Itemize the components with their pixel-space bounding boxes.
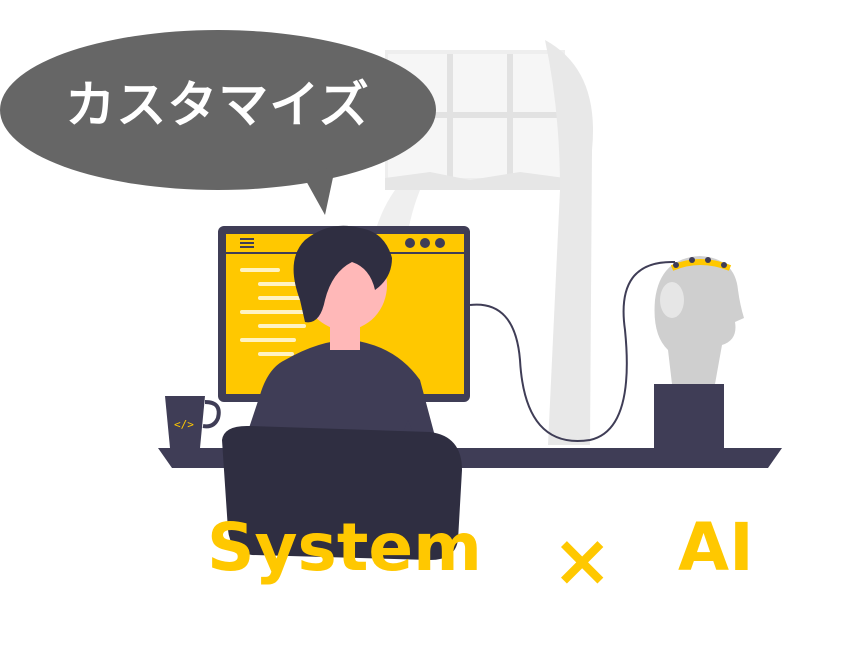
menu-icon	[240, 238, 254, 248]
caption-ai: AI	[678, 509, 754, 586]
caption-system: System	[207, 509, 482, 586]
brain-sensor-head	[654, 256, 744, 448]
person	[222, 225, 462, 560]
code-lines	[240, 268, 318, 356]
cable	[469, 260, 676, 442]
speech-bubble	[0, 30, 436, 215]
small-gray-mark	[404, 420, 412, 430]
code-icon: </>	[174, 418, 194, 431]
coffee-mug: </>	[165, 396, 221, 448]
bubble-text: カスタマイズ	[65, 76, 370, 134]
caption-operator: ×	[552, 518, 613, 602]
